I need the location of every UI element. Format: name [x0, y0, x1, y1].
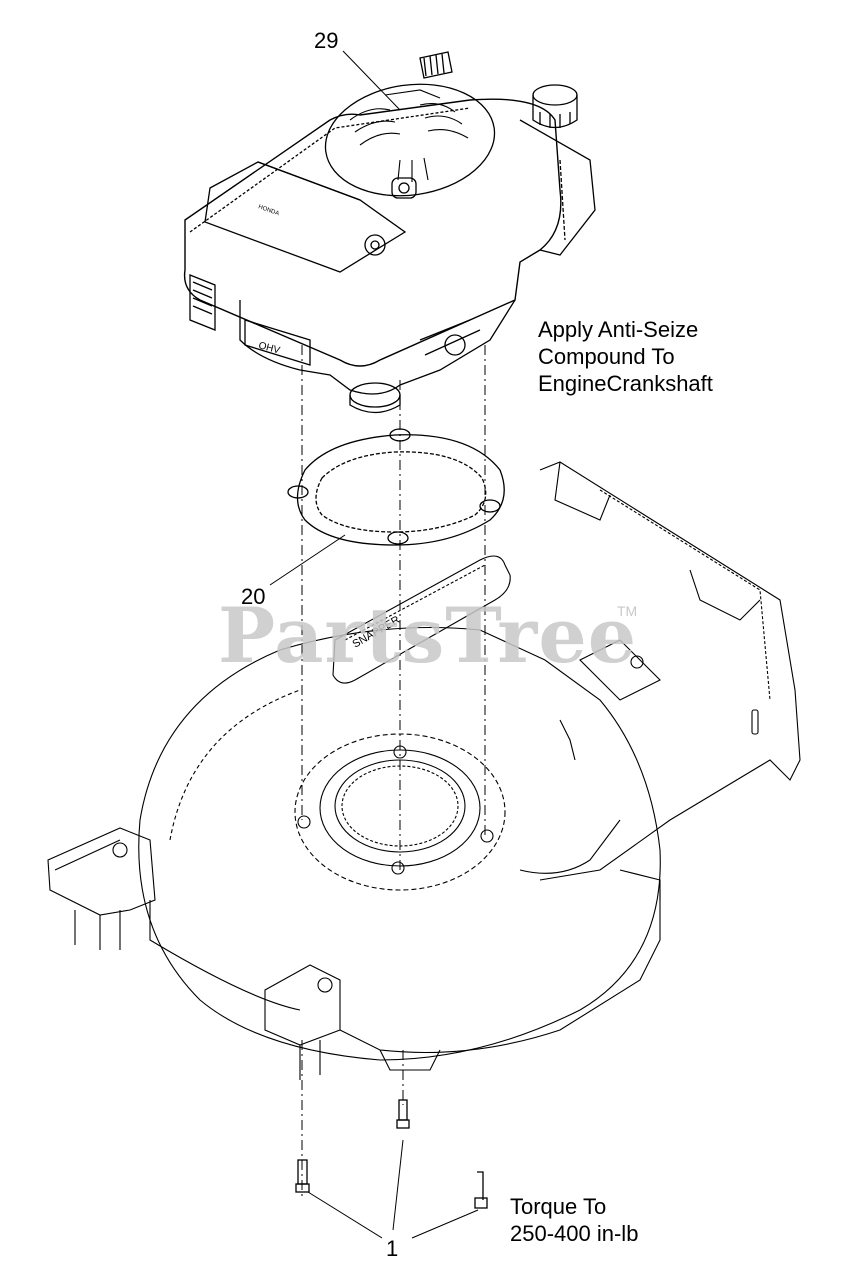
callout-20[interactable]: 20	[241, 584, 266, 609]
leader-lines	[269, 50, 479, 1239]
bolt-left[interactable]	[295, 1159, 310, 1193]
callout-29[interactable]: 29	[314, 28, 339, 53]
note-torque: Torque To 250-400 in-lb	[510, 1194, 639, 1246]
callout-1[interactable]: 1	[386, 1236, 399, 1261]
watermark: PartsTree	[218, 591, 638, 680]
alignment-lines	[301, 345, 486, 1200]
svg-text:HONDA: HONDA	[257, 204, 279, 217]
note-anti-seize: Apply Anti-Seize Compound To EngineCrank…	[538, 317, 713, 396]
gasket-ring[interactable]	[287, 428, 505, 546]
engine-assembly[interactable]: OHV HONDA	[183, 51, 596, 414]
mower-deck[interactable]: SNAPPER	[47, 461, 801, 1080]
bolt-center[interactable]	[396, 1099, 410, 1129]
svg-text:OHV: OHV	[257, 340, 281, 356]
trademark-symbol: TM	[617, 603, 638, 619]
nut-right[interactable]	[474, 1171, 488, 1209]
